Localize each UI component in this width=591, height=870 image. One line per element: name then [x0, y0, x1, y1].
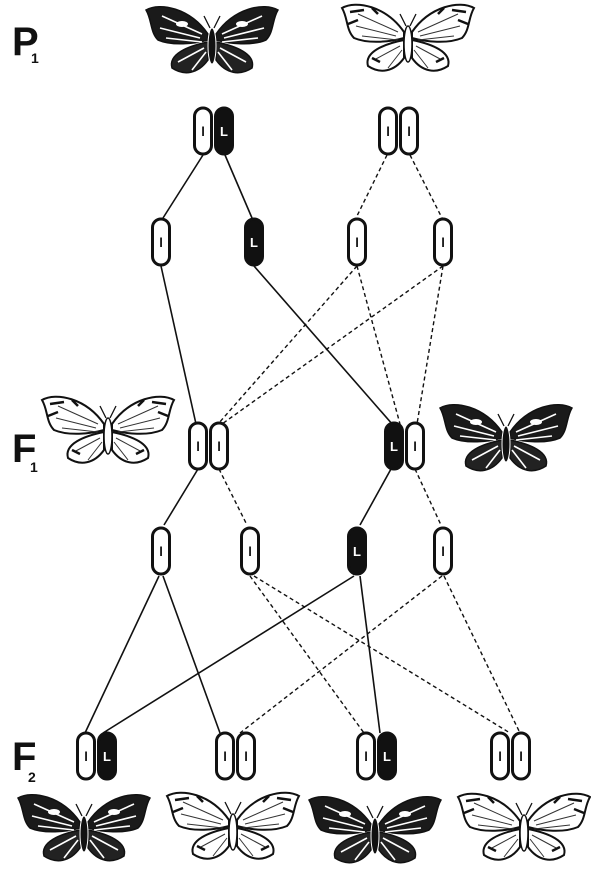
- svg-text:F: F: [12, 735, 36, 779]
- chromosome-symbol: l: [498, 749, 502, 764]
- chromosome-p1-light-chrom-1: l: [378, 106, 398, 156]
- chromosome-symbol: L: [383, 749, 391, 764]
- butterfly-p1-dark: [145, 5, 279, 74]
- chromosome-p1-dark-chrom-1: l: [193, 106, 213, 156]
- butterfly-f1-left: [40, 395, 176, 464]
- chromosome-symbol: l: [244, 749, 248, 764]
- butterfly-f2-3: [308, 795, 442, 864]
- butterfly-f1-right: [439, 403, 573, 472]
- chromosome-symbol: l: [407, 124, 411, 139]
- chromosome-symbol: l: [223, 749, 227, 764]
- chromosome-gamete-p1-1: l: [151, 217, 171, 267]
- chromosome-f2-1-chrom-1: l: [76, 731, 96, 781]
- chromosome-symbol: l: [159, 544, 163, 559]
- chromosome-gamete-f1-4: l: [433, 526, 453, 576]
- chromosome-gamete-p1-4: l: [433, 217, 453, 267]
- chromosome-symbol: l: [386, 124, 390, 139]
- svg-text:F: F: [12, 427, 36, 471]
- label-p1: P 1: [12, 20, 39, 66]
- chromosome-symbol: l: [159, 235, 163, 250]
- chromosome-f2-1-chrom-2: L: [97, 731, 117, 781]
- chromosome-f2-3-chrom-2: L: [377, 731, 397, 781]
- chromosome-symbol: l: [441, 235, 445, 250]
- chromosome-symbol: L: [250, 235, 258, 250]
- svg-text:1: 1: [31, 50, 39, 66]
- chromosome-gamete-p1-2: L: [244, 217, 264, 267]
- chromosome-f2-2-chrom-2: l: [236, 731, 256, 781]
- chromosome-gamete-f1-1: l: [151, 526, 171, 576]
- chromosome-p1-light-chrom-2: l: [399, 106, 419, 156]
- chromosome-symbol: l: [248, 544, 252, 559]
- chromosome-symbol: l: [84, 749, 88, 764]
- butterfly-p1-light: [340, 3, 476, 72]
- chromosome-symbol: l: [413, 439, 417, 454]
- svg-text:1: 1: [30, 459, 38, 475]
- label-f1: F 1: [12, 427, 38, 475]
- connectors-solid: [84, 154, 394, 734]
- butterfly-f2-4: [456, 792, 591, 861]
- chromosome-symbol: L: [220, 124, 228, 139]
- chromosome-symbol: L: [390, 439, 398, 454]
- butterfly-f2-1: [17, 793, 151, 862]
- chromosome-f2-4-chrom-2: l: [511, 731, 531, 781]
- chromosome-f2-2-chrom-1: l: [215, 731, 235, 781]
- chromosome-f1-left-chrom-2: l: [209, 421, 229, 471]
- chromosome-symbol: l: [519, 749, 523, 764]
- chromosome-symbol: l: [355, 235, 359, 250]
- chromosome-gamete-p1-3: l: [347, 217, 367, 267]
- chromosome-symbol: L: [353, 544, 361, 559]
- svg-text:2: 2: [28, 769, 36, 785]
- chromosome-f1-left-chrom-1: l: [188, 421, 208, 471]
- chromosome-symbol: l: [217, 439, 221, 454]
- chromosome-p1-dark-chrom-2: L: [214, 106, 234, 156]
- chromosome-f2-3-chrom-1: l: [356, 731, 376, 781]
- chromosome-f2-4-chrom-1: l: [490, 731, 510, 781]
- label-f2: F 2: [12, 735, 36, 785]
- chromosome-f1-right-chrom-2: l: [405, 421, 425, 471]
- chromosome-symbol: l: [441, 544, 445, 559]
- chromosome-symbol: l: [196, 439, 200, 454]
- chromosome-gamete-f1-2: l: [240, 526, 260, 576]
- butterfly-f2-2: [165, 791, 301, 860]
- chromosome-f1-right-chrom-1: L: [384, 421, 404, 471]
- chromosome-symbol: l: [364, 749, 368, 764]
- svg-text:P: P: [12, 20, 39, 64]
- connectors-dashed: [217, 154, 521, 734]
- chromosome-symbol: L: [103, 749, 111, 764]
- chromosome-symbol: l: [201, 124, 205, 139]
- chromosome-gamete-f1-3: L: [347, 526, 367, 576]
